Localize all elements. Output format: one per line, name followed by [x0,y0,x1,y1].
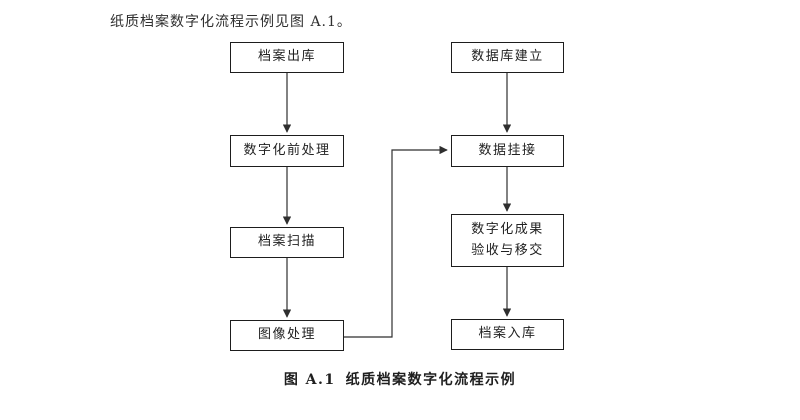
box-data-linking: 数据挂接 [451,135,564,167]
box-archive-storage: 档案入库 [451,319,564,350]
figure-caption-title: 纸质档案数字化流程示例 [345,372,517,388]
flow-box-label: 数据库建立 [471,49,544,65]
box-database-setup: 数据库建立 [451,42,564,73]
box-archive-checkout: 档案出库 [230,42,344,73]
box-pre-digitization-processing: 数字化前处理 [230,135,344,167]
flow-box-label: 数据挂接 [478,142,537,158]
box-acceptance-and-transfer: 数字化成果 验收与移交 [451,214,564,267]
flow-box-label: 档案扫描 [257,234,316,250]
flow-box-label: 档案入库 [478,326,537,342]
box-image-processing: 图像处理 [230,320,344,351]
flow-box-label: 档案出库 [257,49,316,65]
flow-box-label-line1: 数字化成果 [471,222,544,238]
figure-caption-number: 图 A.1 [283,372,336,388]
intro-text: 纸质档案数字化流程示例见图 A.1。 [110,14,352,30]
flow-box-label-line2: 验收与移交 [471,242,544,258]
box-archive-scanning: 档案扫描 [230,227,344,258]
figure-caption: 图 A.1 纸质档案数字化流程示例 [0,369,800,389]
flow-box-label: 图像处理 [257,327,316,343]
flow-box-label: 数字化前处理 [243,142,331,158]
arrow-imageprocess-to-datalink [344,145,448,338]
